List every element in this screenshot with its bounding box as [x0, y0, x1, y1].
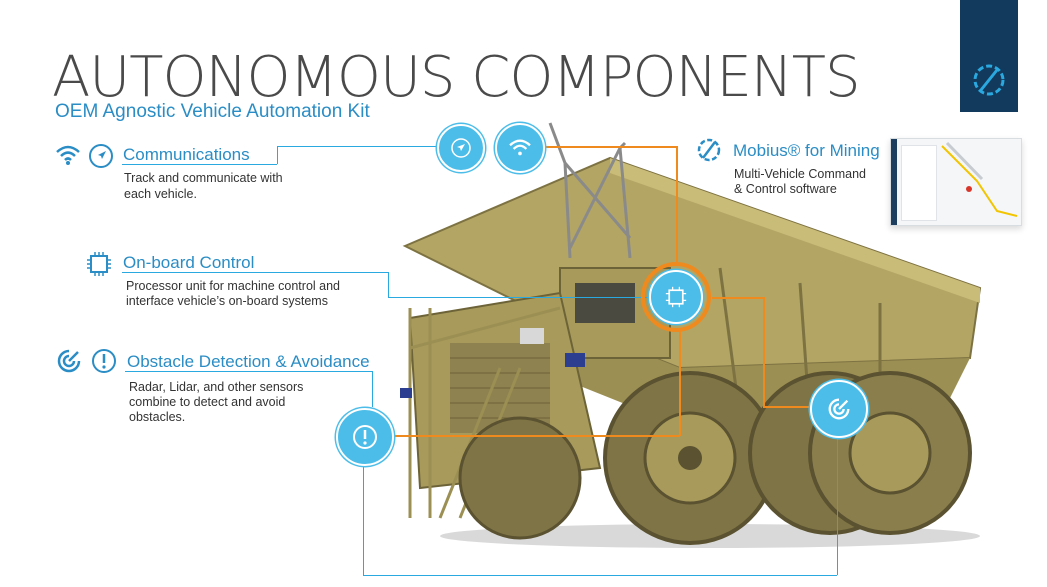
alert-badge [336, 408, 394, 466]
connector-obstacle [125, 371, 372, 372]
radar-icon [57, 349, 81, 373]
wheels [458, 371, 972, 545]
mobius-title: Mobius® for Mining [733, 141, 880, 160]
chip-icon [87, 252, 111, 276]
page-subtitle: OEM Agnostic Vehicle Automation Kit [55, 101, 370, 122]
connector-obstacle-vert [372, 371, 373, 407]
communications-desc-1: Track and communicate with [124, 171, 283, 185]
wifi-icon [56, 145, 80, 165]
chip-badge-ring [641, 262, 711, 332]
orange-line-right-h [763, 406, 811, 408]
orange-line-left-vert [679, 330, 681, 436]
connector-onboard-h [388, 297, 650, 298]
orange-line-right-vert [763, 297, 765, 407]
obstacle-desc-1: Radar, Lidar, and other sensors [129, 380, 304, 394]
connector-onboard [122, 272, 388, 273]
wifi-icon [509, 139, 531, 156]
mobius-screenshot-thumbnail [890, 138, 1022, 226]
connector-communications-vert [277, 146, 278, 164]
mobius-desc-2: & Control software [734, 182, 837, 196]
onboard-desc-2: interface vehicle’s on-board systems [126, 294, 328, 308]
orange-line-top-vert [676, 146, 678, 266]
obstacle-desc-2: combine to detect and avoid [129, 395, 286, 409]
onboard-title: On-board Control [123, 253, 255, 272]
connector-onboard-vert [388, 272, 389, 297]
brand-logo-icon [973, 64, 1005, 96]
connector-bottom-right [837, 434, 838, 575]
orange-line-top [543, 146, 677, 148]
mobius-gear-icon [697, 138, 721, 162]
communications-desc-2: each vehicle. [124, 187, 197, 201]
connector-bottom-left [363, 462, 364, 575]
page-title: AUTONOMOUS COMPONENTS [52, 45, 861, 110]
alert-icon [92, 349, 116, 373]
chip-badge [649, 270, 703, 324]
chip-icon [665, 286, 687, 308]
radar-badge [810, 380, 868, 438]
haul-truck-illustration [400, 122, 982, 548]
brand-tile [960, 0, 1018, 112]
connector-communications [122, 164, 277, 165]
orange-line-right [712, 297, 764, 299]
connector-communications-top [277, 146, 437, 147]
wifi-badge [495, 123, 545, 173]
mobius-desc-1: Multi-Vehicle Command [734, 167, 866, 181]
orange-line-left [390, 435, 680, 437]
navigation-badge [437, 124, 485, 172]
obstacle-desc-3: obstacles. [129, 410, 186, 424]
connector-bottom [363, 575, 837, 576]
obstacle-title: Obstacle Detection & Avoidance [127, 352, 370, 371]
alert-icon [353, 425, 377, 449]
navigation-arrow-icon [451, 138, 471, 158]
communications-title: Communications [123, 145, 250, 164]
navigation-arrow-icon [89, 144, 113, 168]
radar-icon [828, 398, 850, 420]
onboard-desc-1: Processor unit for machine control and [126, 279, 340, 293]
